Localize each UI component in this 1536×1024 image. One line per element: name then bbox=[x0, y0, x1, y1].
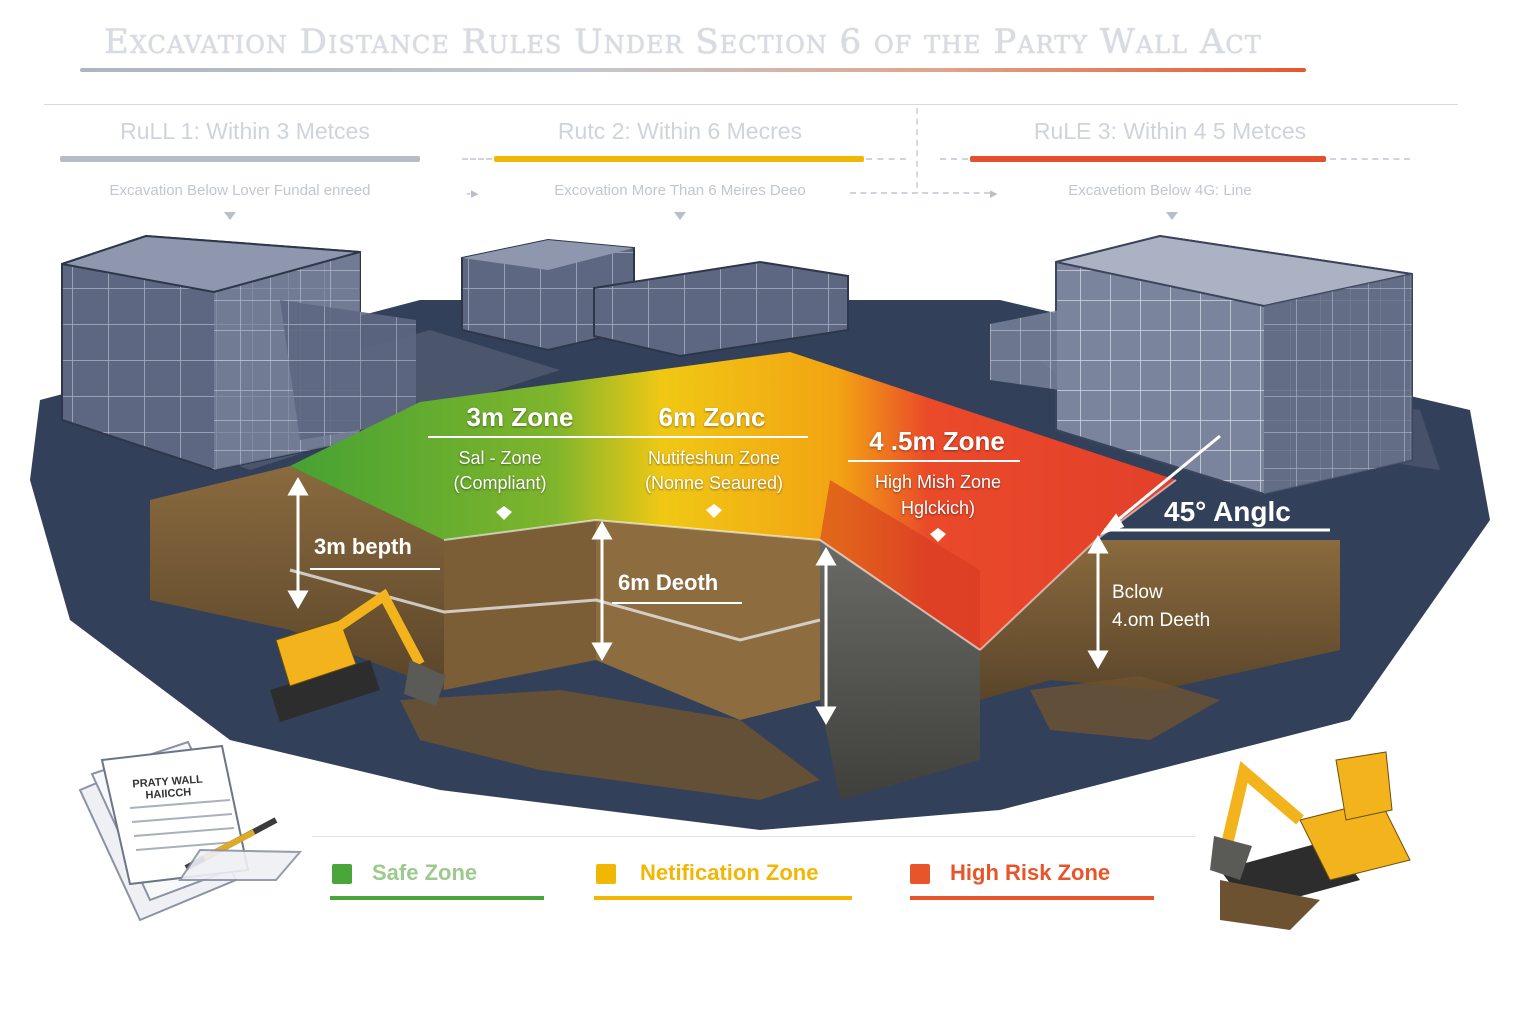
depth-6m-line bbox=[612, 602, 742, 604]
legend-safe-swatch bbox=[332, 864, 352, 884]
legend-notification-swatch bbox=[596, 864, 616, 884]
depth-label-below-line1: Bclow bbox=[1112, 582, 1163, 603]
rule-2-connector bbox=[850, 192, 990, 194]
soil-block-right bbox=[980, 540, 1340, 700]
soil-rubble bbox=[400, 690, 820, 800]
zone-1-marker-icon bbox=[496, 506, 512, 520]
rule-1-description: Excavation Below Lover Fundal enreed bbox=[109, 182, 371, 199]
legend-top-rule bbox=[312, 836, 1196, 837]
rule-2-bar bbox=[494, 156, 864, 162]
depth-arrow-3m bbox=[287, 476, 309, 610]
rule-1-bar bbox=[60, 156, 420, 162]
page-title: Excavation Distance Rules Under Section … bbox=[104, 22, 1262, 62]
strata-line bbox=[289, 568, 821, 642]
red-zone-front bbox=[820, 480, 980, 650]
rule-3-pointer-icon bbox=[1166, 212, 1178, 220]
rule-3-description: Excavetiom Below 4G: Line bbox=[1068, 182, 1252, 199]
legend-safe-label: Safe Zone bbox=[372, 860, 478, 885]
building-middle bbox=[461, 238, 849, 358]
excavator-left-icon bbox=[270, 588, 446, 722]
zone-1-status: (Compliant) bbox=[453, 473, 547, 493]
angle-indicator bbox=[1099, 434, 1330, 535]
zone-3-marker-icon bbox=[930, 528, 946, 542]
rule-3-dash-left bbox=[940, 158, 968, 160]
legend-risk-label: High Risk Zone bbox=[950, 860, 1111, 885]
pit-wall bbox=[820, 540, 980, 800]
legend-safe-bar bbox=[330, 896, 544, 900]
arrow-right-icon: ▸ bbox=[990, 185, 998, 202]
depth-label-3m: 3m bepth bbox=[314, 534, 412, 559]
angle-label: 45° Anglc bbox=[1164, 496, 1291, 527]
zone-2-status: (Nonne Seaured) bbox=[644, 473, 784, 493]
rule-2-description: Excovation More Than 6 Meires Deeo bbox=[554, 182, 806, 199]
zone-1-divider bbox=[428, 436, 808, 438]
zone-3-title: 4 .5m Zone bbox=[869, 426, 1005, 456]
depth-arrow-6m bbox=[591, 520, 613, 662]
building-left bbox=[61, 234, 416, 472]
notice-documents-icon bbox=[78, 740, 303, 922]
zone-2-subtitle: Nutifeshun Zone bbox=[647, 448, 781, 468]
zone-3-status: Hglckich) bbox=[900, 498, 975, 518]
zone-2-title: 6m Zonc bbox=[658, 402, 766, 432]
title-underline bbox=[80, 68, 1306, 72]
rule-1-pointer-icon bbox=[224, 212, 236, 220]
zone-3-divider bbox=[848, 460, 1020, 462]
rule-2-pointer-icon bbox=[674, 212, 686, 220]
rule-1-header: RuLL 1: Within 3 Metces bbox=[120, 118, 370, 144]
rule-2-dash-left bbox=[462, 158, 492, 160]
depth-arrow-right bbox=[1087, 534, 1109, 670]
header-frame-line bbox=[44, 104, 1458, 105]
rule-3-bar bbox=[970, 156, 1326, 162]
soil-rubble-right bbox=[1030, 676, 1220, 740]
excavator-right-icon bbox=[1210, 751, 1411, 930]
legend-risk-swatch bbox=[910, 864, 930, 884]
rule-3-header: RuLE 3: Within 4 5 Metces bbox=[1033, 118, 1307, 144]
zone-1-title: 3m Zone bbox=[466, 402, 574, 432]
legend-risk-bar bbox=[910, 896, 1154, 900]
arrow-right-icon: -▸ bbox=[466, 185, 479, 202]
header-divider bbox=[916, 108, 918, 188]
legend-notification-bar bbox=[594, 896, 852, 900]
rule-2-dash-right bbox=[866, 158, 906, 160]
depth-label-below-line2: 4.om Deeth bbox=[1112, 610, 1211, 631]
rule-3-dash-right bbox=[1330, 158, 1410, 160]
building-right bbox=[990, 234, 1413, 496]
depth-arrow-pit bbox=[815, 546, 837, 726]
zone-1-subtitle: Sal - Zone bbox=[458, 448, 542, 468]
zone-3-subtitle: High Mish Zone bbox=[874, 472, 1002, 492]
zone-2-marker-icon bbox=[706, 504, 722, 518]
depth-label-6m: 6m Deoth bbox=[618, 570, 719, 595]
rule-2-header: Rutc 2: Within 6 Mecres bbox=[557, 118, 803, 144]
depth-3m-line bbox=[310, 568, 440, 570]
soil-block-center bbox=[596, 520, 820, 720]
legend-notification-label: Netification Zone bbox=[640, 860, 819, 885]
